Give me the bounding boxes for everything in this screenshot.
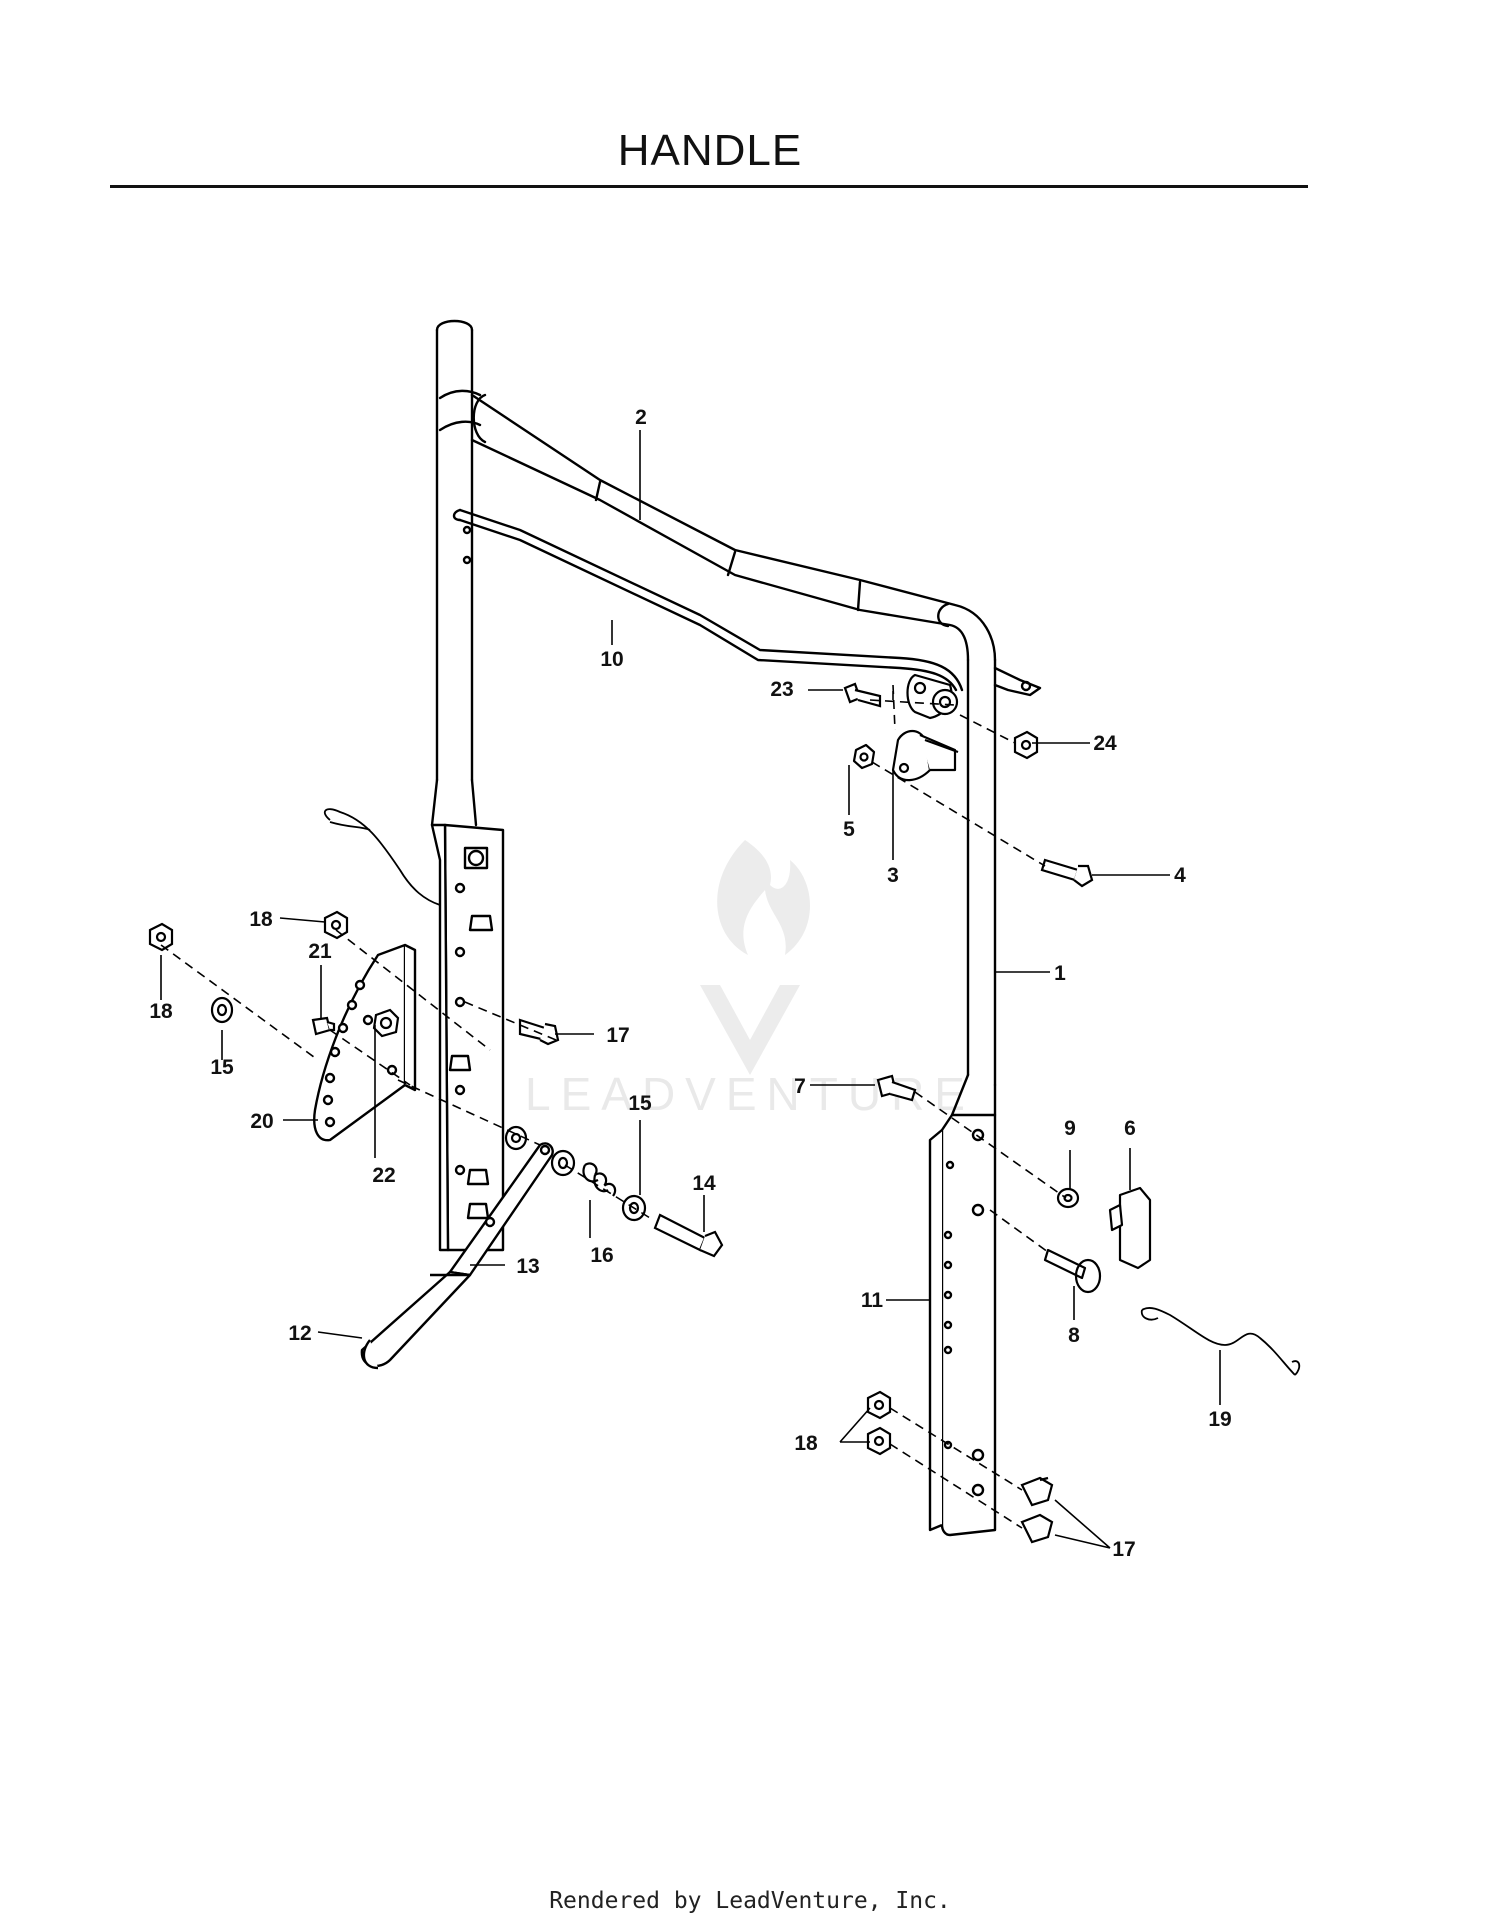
part-nut-24 [1013, 730, 1039, 760]
part-bolt-4 [1040, 858, 1094, 888]
callout-13: 13 [516, 1255, 539, 1278]
callout-16: 16 [590, 1244, 613, 1267]
callout-4: 4 [1174, 864, 1186, 887]
leader-lines [160, 430, 1221, 1549]
callout-19: 19 [1208, 1408, 1231, 1431]
part-bolt-21 [311, 1016, 336, 1036]
callout-20: 20 [250, 1110, 273, 1133]
callout-10: 10 [600, 648, 623, 671]
footer-credit: Rendered by LeadVenture, Inc. [549, 1888, 951, 1914]
callout-12: 12 [288, 1322, 311, 1345]
part-adjust-plate-20 [313, 943, 417, 1142]
part-bolt-14 [653, 1213, 724, 1258]
part-left-lower-plate [430, 823, 505, 1252]
part-knob-group [1043, 1186, 1152, 1294]
part-bolt-23 [843, 682, 882, 708]
part-upper-handle [430, 319, 1042, 1117]
part-cable-19 [1140, 1307, 1301, 1376]
callout-3: 3 [887, 864, 899, 887]
callout-23: 23 [770, 678, 793, 701]
callout-14: 14 [692, 1172, 716, 1195]
explode-lines [160, 684, 1067, 1529]
callout-18-top: 18 [249, 908, 273, 931]
callout-18-right: 18 [794, 1432, 818, 1455]
watermark-logo [700, 840, 810, 1075]
part-right-lower-plate-11 [928, 1113, 997, 1537]
callout-2: 2 [635, 406, 647, 429]
title-divider [110, 185, 1308, 188]
callout-15-right: 15 [628, 1092, 652, 1115]
callout-5: 5 [843, 818, 855, 841]
callout-15-left: 15 [210, 1056, 234, 1079]
part-bolt-7 [876, 1074, 917, 1102]
callout-1: 1 [1054, 962, 1066, 985]
callout-6: 6 [1124, 1117, 1136, 1140]
callout-7: 7 [794, 1075, 806, 1098]
part-lever-13-12 [360, 1142, 554, 1370]
part-cable-left [323, 808, 441, 906]
part-right-bottom-fasteners [866, 1390, 1054, 1544]
callout-22: 22 [372, 1164, 395, 1187]
callout-8: 8 [1068, 1324, 1080, 1347]
part-bolt-17-left [518, 1018, 560, 1046]
callout-24: 24 [1093, 732, 1117, 755]
part-nuts-left-group [148, 910, 349, 1024]
part-pivot-bracket [906, 673, 959, 720]
callout-9: 9 [1064, 1117, 1076, 1140]
part-nut-22 [372, 1008, 400, 1038]
part-bracket-3-nut-5 [852, 729, 959, 782]
page-title: HANDLE [617, 126, 803, 175]
callout-11: 11 [861, 1289, 884, 1312]
callout-17-left: 17 [606, 1024, 629, 1047]
callout-18-left: 18 [149, 1000, 173, 1023]
callout-17-right: 17 [1112, 1538, 1135, 1561]
callout-21: 21 [308, 940, 332, 963]
